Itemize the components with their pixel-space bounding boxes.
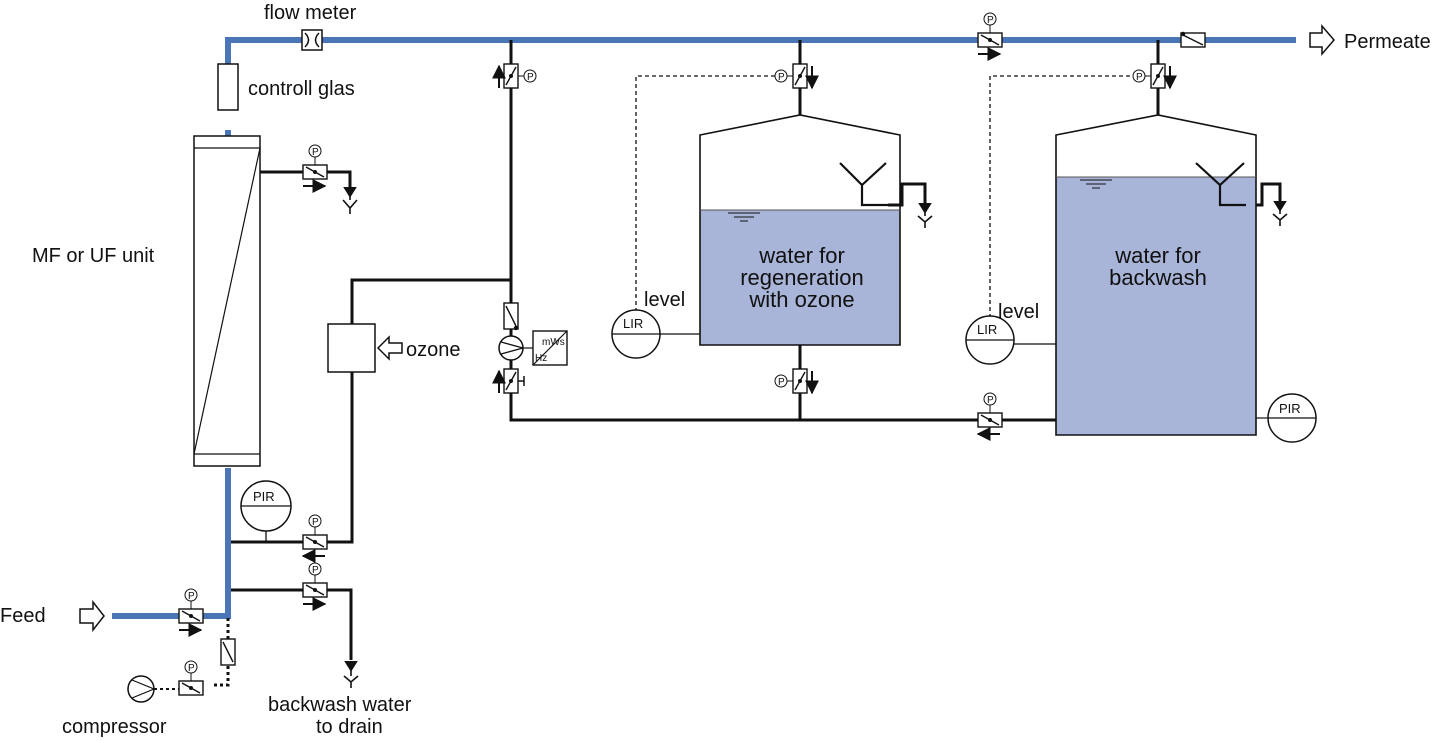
valve-backwash-tank-outlet: P <box>976 392 1003 441</box>
compressor <box>127 675 179 703</box>
signal-line-lir-left <box>635 75 780 312</box>
pir-backwash-label: PIR <box>1279 401 1301 416</box>
pressure-symbol: P <box>987 395 994 406</box>
backwash-tank: water for backwash <box>1055 114 1257 436</box>
check-valve-compressed-air <box>220 638 236 666</box>
pressure-symbol: P <box>312 565 319 576</box>
backwash-drain-line <box>231 588 353 660</box>
drain-arrows <box>343 187 1287 672</box>
lir-right-label: LIR <box>977 322 997 337</box>
signal-lines <box>635 75 1138 318</box>
pir-module: PIR <box>240 480 292 542</box>
ozone-label: ozone <box>406 339 461 361</box>
valve-recirc-upper: P <box>492 63 537 89</box>
regeneration-tank: water for regeneration with ozone <box>699 114 901 346</box>
pump-frequency-controller: mWs Hz <box>532 330 568 366</box>
ozone-inlet-arrow-icon <box>376 335 403 361</box>
pressure-symbol: P <box>312 147 319 158</box>
membrane-module <box>193 135 261 467</box>
pressure-symbol: P <box>188 591 195 602</box>
lir-level-regeneration: LIR <box>611 309 700 359</box>
pressure-symbol: P <box>312 517 319 528</box>
pressure-symbol: P <box>188 663 195 674</box>
valve-tank2-inlet: P <box>1132 63 1177 90</box>
module-vent-line <box>260 170 352 190</box>
ozone-return-line <box>231 278 511 544</box>
signal-line-lir-right <box>989 75 1138 318</box>
pressure-symbol: P <box>778 72 785 83</box>
pressure-symbol: P <box>1136 72 1143 83</box>
recirculation-pump <box>498 335 533 361</box>
controll-glas-label: controll glas <box>248 78 355 100</box>
valve-recirc-lower <box>492 368 525 394</box>
valve-tank1-inlet: P <box>774 63 819 90</box>
tank1-label-line3: with ozone <box>748 287 854 312</box>
valve-module-vent: P <box>302 144 328 193</box>
level-left-label: level <box>644 289 685 311</box>
down-arrow-icon <box>344 661 358 672</box>
pir-module-label: PIR <box>253 489 275 504</box>
pump-unit-hz: Hz <box>535 353 547 364</box>
backwash-water-label: backwash water <box>268 694 412 716</box>
to-drain-label: to drain <box>316 716 383 738</box>
check-valve-permeate <box>1180 31 1206 48</box>
compressor-label: compressor <box>62 716 167 738</box>
valve-compressor: P <box>178 660 204 696</box>
mf-uf-unit-label: MF or UF unit <box>32 245 155 267</box>
pump-unit-mws: mWs <box>542 337 565 348</box>
tank1-overflow <box>888 182 927 210</box>
tank1-label-line1: water for <box>758 243 845 268</box>
pressure-symbol: P <box>987 15 994 26</box>
feed-arrow-icon <box>79 599 105 633</box>
valve-backwash-drain: P <box>302 562 328 611</box>
flow-meter-label: flow meter <box>264 2 357 24</box>
lir-left-label: LIR <box>623 316 643 331</box>
check-valve-recirc <box>503 302 519 331</box>
pir-backwash-tank: PIR <box>1256 393 1317 443</box>
level-right-label: level <box>998 301 1039 323</box>
flow-meter-symbol <box>301 29 323 51</box>
pressure-symbol: P <box>778 377 785 388</box>
tank2-label-line2: backwash <box>1109 265 1207 290</box>
permeate-arrow-icon <box>1309 23 1335 57</box>
down-arrow-icon <box>343 187 357 198</box>
ozone-injector <box>327 323 376 373</box>
tank1-label-line2: regeneration <box>740 265 864 290</box>
down-arrow-icon <box>918 203 932 214</box>
pressure-symbol: P <box>527 72 534 83</box>
permeate-label: Permeate <box>1344 31 1431 53</box>
valve-feed: P <box>178 588 204 637</box>
valve-tank1-outlet: P <box>774 368 819 395</box>
tank2-label-line1: water for <box>1114 243 1201 268</box>
valve-ozone-return: P <box>301 514 328 563</box>
down-arrow-icon <box>1273 201 1287 212</box>
drain-icon <box>343 670 359 688</box>
lir-level-backwash: LIR <box>965 315 1056 365</box>
compressed-air-line <box>212 618 230 687</box>
valve-permeate: P <box>977 12 1003 61</box>
feed-pipe <box>112 468 231 619</box>
control-glass-symbol <box>217 63 239 111</box>
recirculation-line <box>509 40 1056 422</box>
feed-label: Feed <box>0 605 46 627</box>
